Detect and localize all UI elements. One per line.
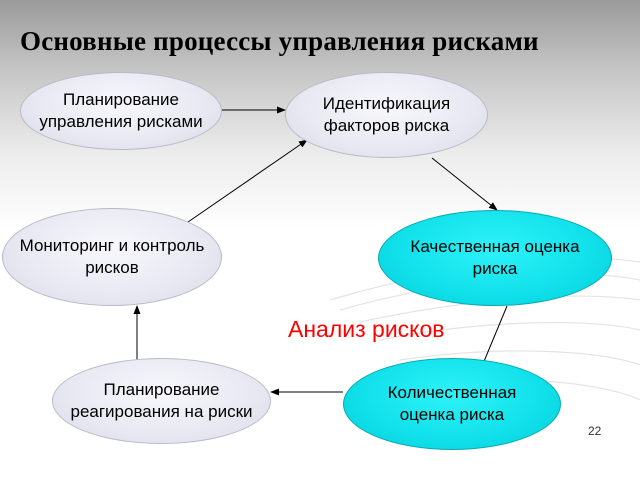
node-qualitative-assessment: Качественная оценка риска	[378, 210, 612, 306]
node-monitoring-control: Мониторинг и контроль рисков	[2, 208, 222, 306]
node-label: Мониторинг и контроль рисков	[19, 236, 205, 277]
node-label: Планирование реагирования на риски	[70, 380, 253, 421]
arrow-monitoring-to-identification	[187, 139, 308, 223]
node-label: Количественная оценка риска	[387, 383, 517, 424]
node-risk-management-planning: Планирование управления рисками	[20, 72, 222, 150]
page-number: 22	[588, 424, 602, 438]
node-label: Планирование управления рисками	[39, 90, 203, 131]
node-label: Качественная оценка риска	[410, 237, 580, 278]
node-quantitative-assessment: Количественная оценка риска	[343, 358, 561, 450]
node-label: Идентификация факторов риска	[322, 94, 451, 135]
risk-analysis-label: Анализ рисков	[288, 316, 445, 342]
arrow-identification-to-qualitative	[431, 157, 498, 211]
node-risk-identification: Идентификация факторов риска	[285, 72, 488, 158]
slide-title: Основные процессы управления рисками	[20, 26, 539, 56]
node-risk-response-planning: Планирование реагирования на риски	[52, 358, 271, 444]
